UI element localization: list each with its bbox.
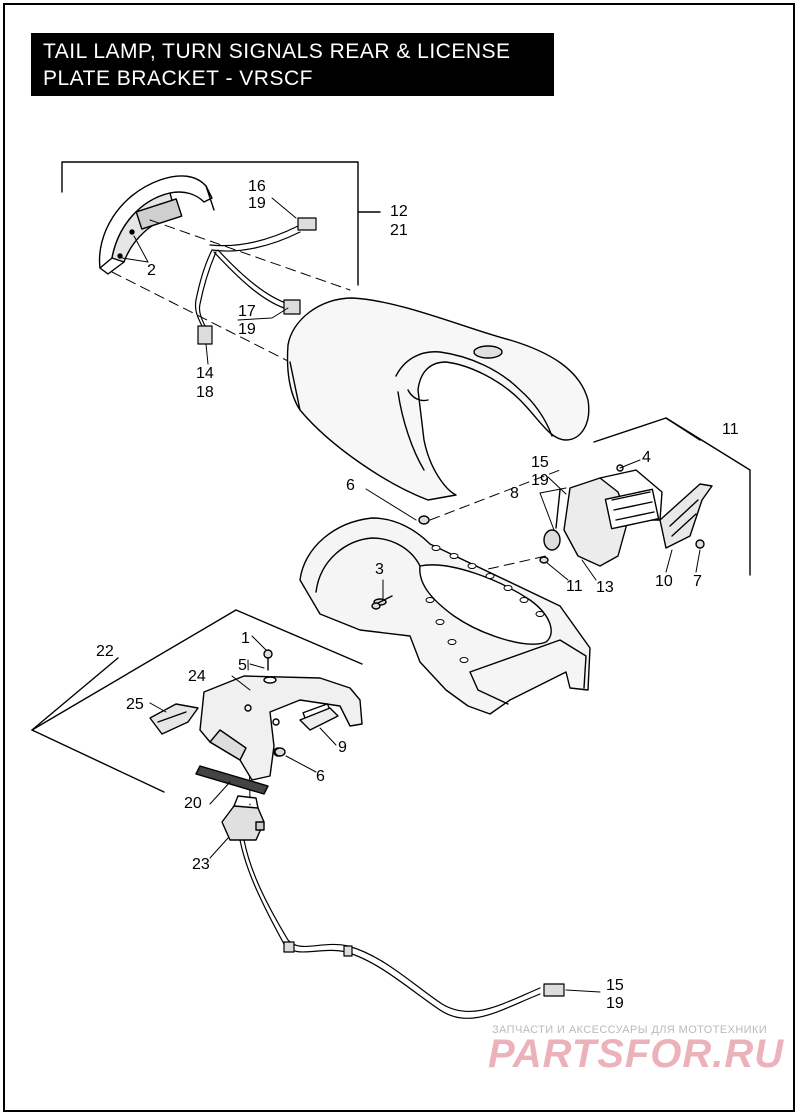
license-lamp-bracket: [199, 675, 363, 781]
callout-7: 7: [693, 573, 702, 590]
callout-5: 5: [238, 657, 247, 674]
callout-4: 4: [642, 449, 651, 466]
callout-17: 17: [238, 303, 256, 320]
group-bracket-tail-lamp: [61, 161, 381, 286]
tail-lamp-wiring: [194, 217, 317, 345]
diagram-frame: [3, 3, 795, 1112]
callout-19-bottom: 19: [606, 995, 624, 1012]
gasket-strip: [195, 765, 269, 795]
group-bracket-license-lamp: [31, 609, 363, 793]
rear-frame-bracket: [299, 515, 591, 715]
callout-12: 12: [390, 203, 408, 220]
diagram-title: TAIL LAMP, TURN SIGNALS REAR & LICENSE P…: [31, 33, 554, 96]
license-lamp-lens: [149, 703, 199, 735]
callout-13: 13: [596, 579, 614, 596]
tail-lamp-housing: [98, 175, 215, 275]
title-line-1: TAIL LAMP, TURN SIGNALS REAR & LICENSE: [43, 40, 511, 63]
watermark-tagline: ЗАПЧАСТИ И АКСЕССУАРЫ ДЛЯ МОТОТЕХНИКИ: [492, 1024, 768, 1036]
callout-3: 3: [375, 561, 384, 578]
callout-6-bottom: 6: [316, 768, 325, 785]
callout-18: 18: [196, 384, 214, 401]
callout-20: 20: [184, 795, 202, 812]
callout-labels: 16 19 12 21 2 17 19 14 18 11 15 19 4 6 8…: [96, 178, 739, 1012]
callout-9: 9: [338, 739, 347, 756]
callout-8: 8: [510, 485, 519, 502]
callout-15-bottom: 15: [606, 977, 624, 994]
turn-signal-mount-bracket: [543, 469, 663, 567]
callout-15-mid: 15: [531, 454, 549, 471]
callout-10: 10: [655, 573, 673, 590]
callout-19-mid: 19: [238, 321, 256, 338]
callout-2: 2: [147, 262, 156, 279]
callout-21: 21: [390, 222, 408, 239]
callout-19-right: 19: [531, 472, 549, 489]
callout-19-top: 19: [248, 195, 266, 212]
callout-22: 22: [96, 643, 114, 660]
watermark-logo: PARTSFOR.RU: [488, 1032, 785, 1076]
callout-24: 24: [188, 668, 206, 685]
fasteners: [263, 556, 549, 757]
license-lamp-unit: [221, 795, 265, 841]
license-plate-plate: [616, 464, 713, 549]
callout-16: 16: [248, 178, 266, 195]
callout-11-top: 11: [722, 421, 739, 438]
group-bracket-turn-signal: [593, 417, 751, 576]
callout-6-top: 6: [346, 477, 355, 494]
rear-fender: [286, 297, 590, 501]
callout-25: 25: [126, 696, 144, 713]
callout-1: 1: [241, 630, 250, 647]
callout-14: 14: [196, 365, 214, 382]
title-line-2: PLATE BRACKET - VRSCF: [43, 67, 313, 90]
license-lamp-wire: [239, 839, 565, 1019]
leader-lines: [121, 197, 701, 993]
callout-11-bottom: 11: [566, 578, 583, 595]
callout-23: 23: [192, 856, 210, 873]
